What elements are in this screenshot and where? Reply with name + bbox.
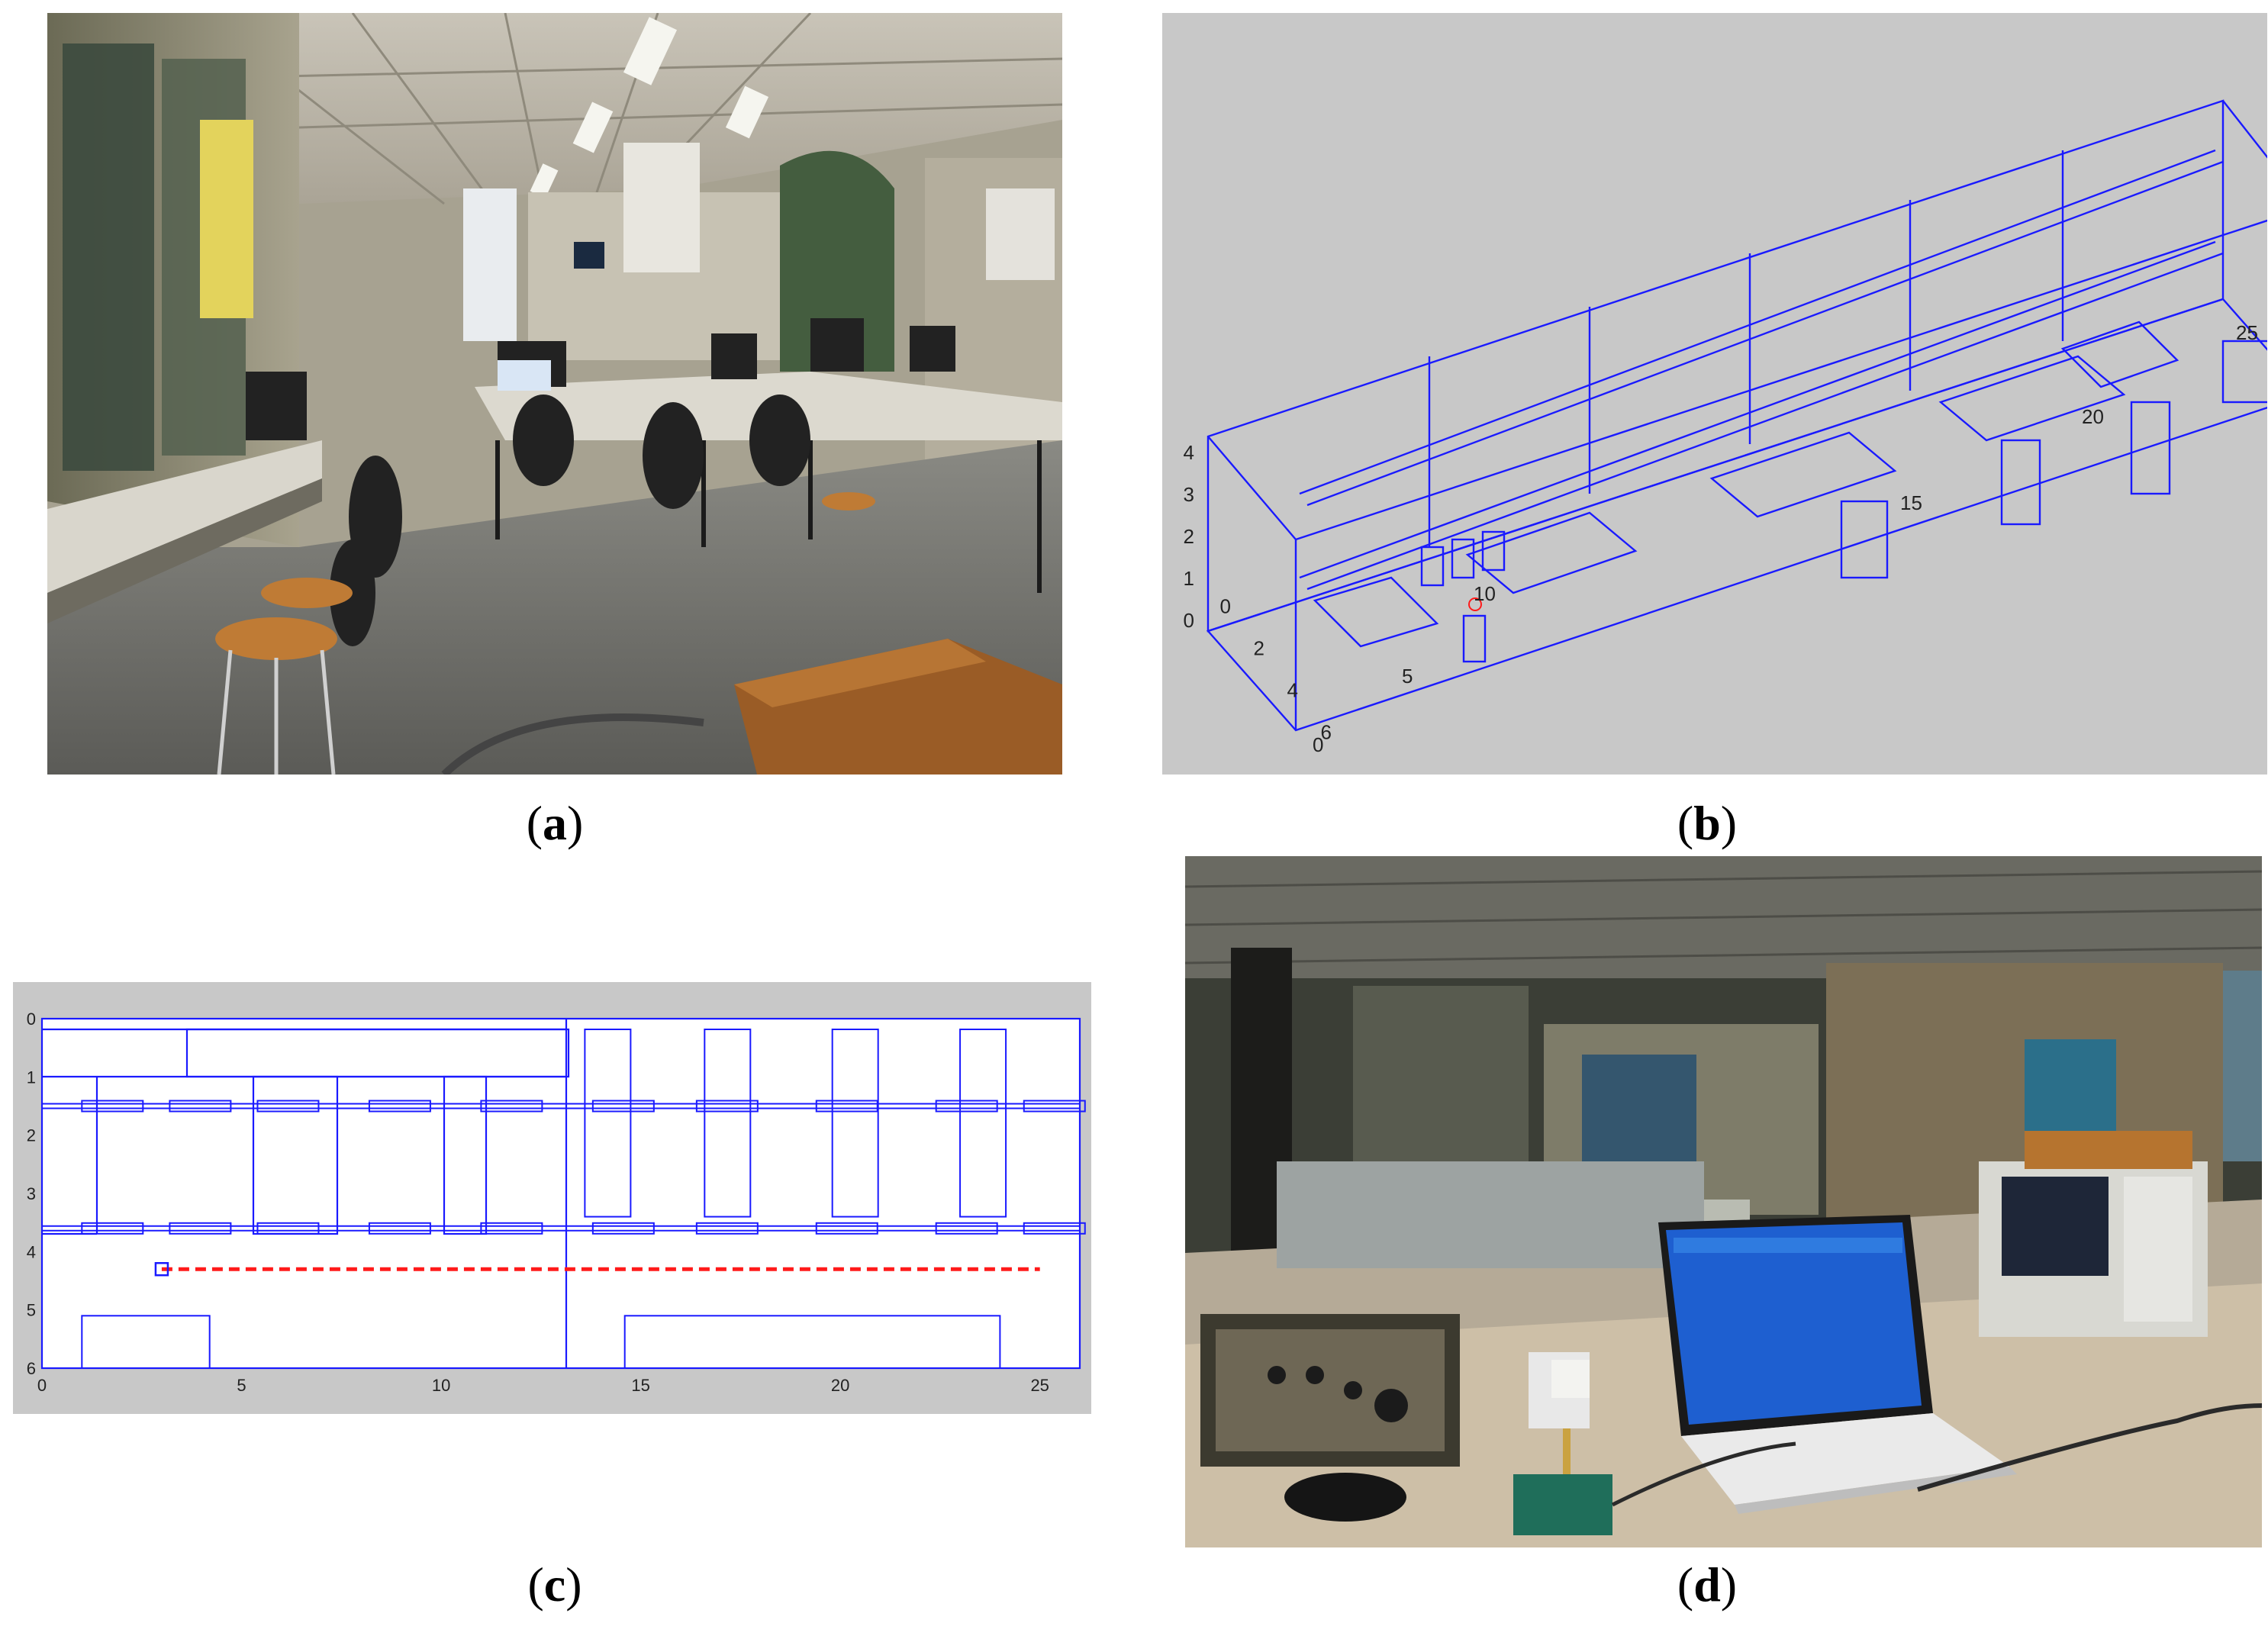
ceiling-lamp <box>256 1222 320 1235</box>
y-tick-label: 3 <box>27 1184 36 1203</box>
room-outline <box>40 1017 1081 1370</box>
ceiling-lamp <box>591 1100 655 1113</box>
room-front-bottom <box>1206 298 2267 732</box>
z-tick-label: 0 <box>1184 609 1194 632</box>
ceiling-lamp <box>169 1100 232 1113</box>
caption-b: (b) <box>1593 795 1822 852</box>
ceiling-lamp <box>591 1222 655 1235</box>
caption-c-close: ) <box>565 1557 582 1612</box>
ceiling-lamp <box>695 1100 759 1113</box>
ceiling-lamp <box>368 1222 431 1235</box>
setup-photo-d-image <box>1185 856 2262 1547</box>
lab-photo-a-image <box>47 13 1062 775</box>
ceiling-lamp <box>695 1222 759 1235</box>
chairs <box>1420 530 1506 663</box>
ceiling-lamp <box>815 1222 878 1235</box>
bench-partition <box>831 1029 879 1218</box>
y-tick-label: 2 <box>27 1126 36 1145</box>
y-tick-label: 0 <box>1220 595 1231 618</box>
x-tick-label: 10 <box>1474 582 1496 605</box>
partitions <box>1840 340 2267 579</box>
x-tick-label: 5 <box>237 1376 246 1395</box>
floorplan-c-plot: 0 5 10 15 20 25 0 1 2 3 4 5 6 <box>13 982 1091 1414</box>
z-tick-label: 1 <box>1184 567 1194 590</box>
x-tick-label: 20 <box>831 1376 849 1395</box>
bench-partition <box>584 1029 632 1218</box>
lab-photo-a <box>47 13 1062 775</box>
y-tick-label: 2 <box>1254 637 1264 660</box>
ceiling-lamp <box>368 1100 431 1113</box>
ceiling-lamp <box>81 1100 144 1113</box>
x-tick-label: 20 <box>2082 405 2104 428</box>
transmitter-marker <box>154 1261 169 1277</box>
y-tick-label: 1 <box>27 1068 36 1087</box>
bench-block <box>81 1315 211 1369</box>
ceiling-lamp <box>1023 1100 1086 1113</box>
ceiling-lamp <box>81 1222 144 1235</box>
y-tick-label: 4 <box>1287 679 1298 702</box>
y-tick-label: 4 <box>27 1242 36 1261</box>
ceiling-lamp <box>256 1100 320 1113</box>
z-tick-label: 3 <box>1184 483 1194 506</box>
caption-b-letter: b <box>1693 796 1721 850</box>
x-tick-label: 10 <box>432 1376 450 1395</box>
ceiling-lamp <box>1023 1222 1086 1235</box>
y-tick-label: 6 <box>1321 721 1332 744</box>
receiver-marker <box>1468 597 1482 611</box>
desks <box>1313 320 2179 648</box>
setup-photo-d <box>1185 856 2262 1547</box>
ceiling-lamp <box>935 1100 998 1113</box>
bench-partition <box>959 1029 1007 1218</box>
x-tick-label: 25 <box>2236 321 2258 344</box>
caption-d-open: ( <box>1677 1557 1694 1612</box>
caption-a-letter: a <box>543 796 567 850</box>
caption-a-open: ( <box>526 796 543 850</box>
caption-c-letter: c <box>543 1557 566 1612</box>
ceiling-lamp <box>480 1100 543 1113</box>
caption-c-open: ( <box>527 1557 544 1612</box>
caption-d-close: ) <box>1720 1557 1738 1612</box>
x-tick-label: 25 <box>1030 1376 1049 1395</box>
caption-d-letter: d <box>1693 1557 1721 1612</box>
caption-b-close: ) <box>1720 796 1738 850</box>
x-tick-label: 5 <box>1402 665 1413 688</box>
caption-b-open: ( <box>1677 796 1694 850</box>
y-tick-label: 6 <box>27 1359 36 1378</box>
vertical-posts <box>1428 150 2064 547</box>
caption-a-close: ) <box>567 796 584 850</box>
floorplan-c: 0 5 10 15 20 25 0 1 2 3 4 5 6 <box>13 982 1091 1414</box>
bench-block <box>623 1315 1001 1369</box>
ceiling-lamp <box>480 1222 543 1235</box>
z-tick-label: 4 <box>1184 441 1194 464</box>
model-3d-b-background <box>1162 13 2267 775</box>
y-tick-label: 0 <box>27 1010 36 1029</box>
ceiling-lamp <box>935 1222 998 1235</box>
caption-c: (c) <box>440 1557 669 1613</box>
caption-a: (a) <box>440 795 669 852</box>
x-tick-label: 0 <box>1313 733 1323 756</box>
bench-partition <box>704 1029 752 1218</box>
y-tick-label: 5 <box>27 1301 36 1320</box>
z-tick-label: 2 <box>1184 525 1194 548</box>
ceiling-lamp <box>169 1222 232 1235</box>
x-tick-label: 0 <box>37 1376 47 1395</box>
x-tick-label: 15 <box>631 1376 649 1395</box>
x-tick-label: 15 <box>1900 491 1922 514</box>
caption-d: (d) <box>1593 1557 1822 1613</box>
